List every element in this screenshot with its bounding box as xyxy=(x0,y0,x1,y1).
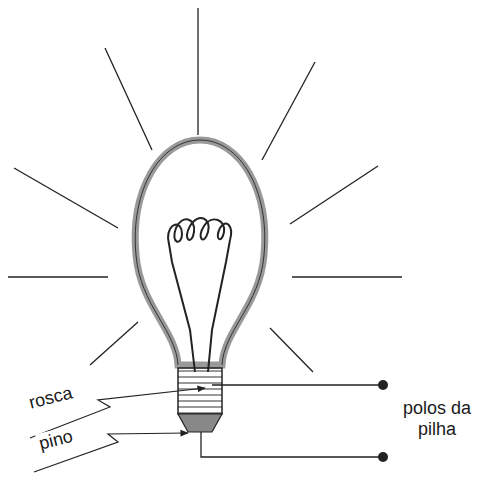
screw-base xyxy=(178,368,222,432)
battery-terminals xyxy=(378,380,388,462)
glass-bulb xyxy=(135,140,265,365)
light-rays xyxy=(8,8,402,372)
part-label: rosca xyxy=(25,382,77,414)
wires xyxy=(201,385,383,457)
part-label: pino xyxy=(35,425,77,454)
terminal-label: polos da pilha xyxy=(392,398,482,439)
filament xyxy=(168,218,231,372)
